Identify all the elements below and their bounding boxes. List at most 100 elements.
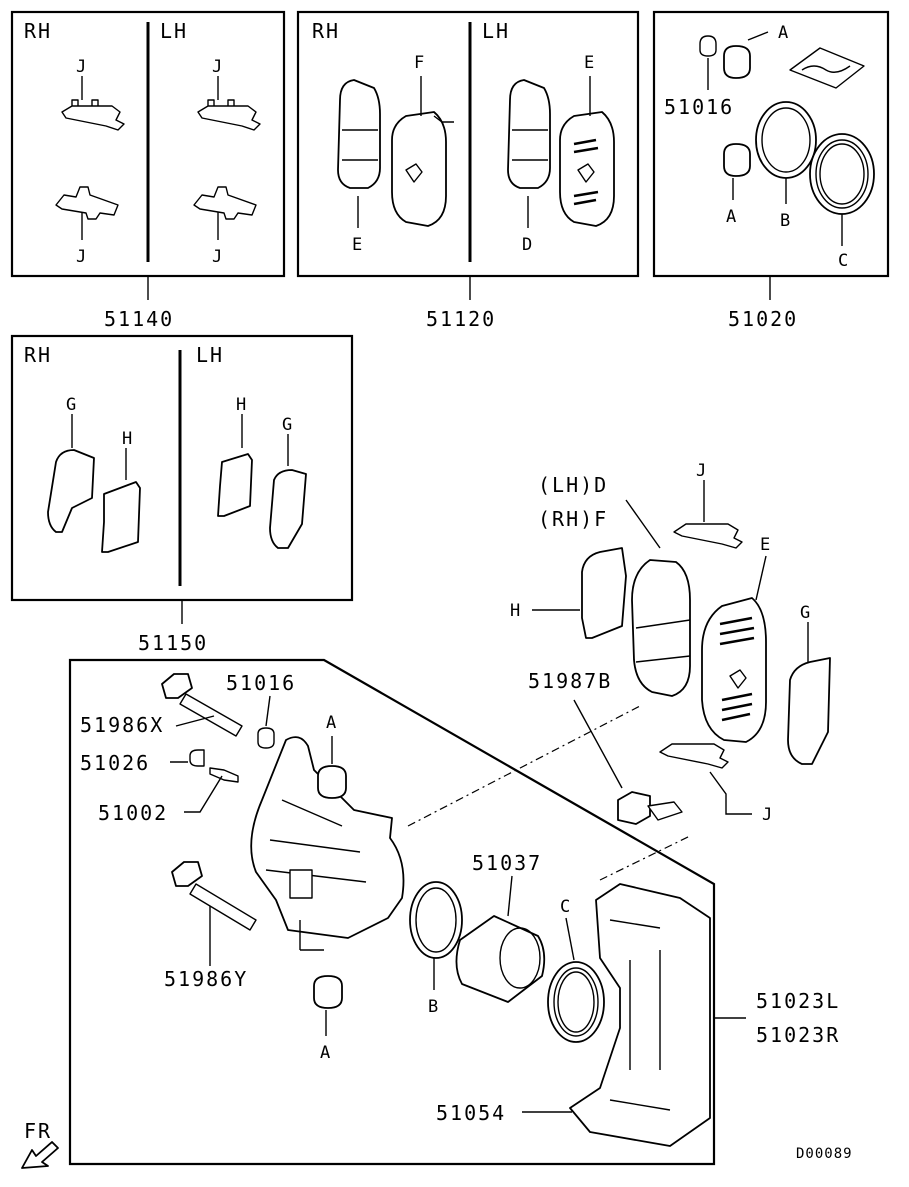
guide-pin-shaft-icon xyxy=(179,693,243,737)
shim-h-icon xyxy=(581,547,627,639)
label-f: F xyxy=(414,53,425,73)
box-51120 xyxy=(296,10,640,278)
part-number-51026: 51026 xyxy=(80,751,150,775)
label-d: D xyxy=(522,235,533,255)
part-number-51140: 51140 xyxy=(104,307,174,331)
boot-a-icon xyxy=(313,975,343,1009)
label-g: G xyxy=(282,415,293,435)
shim-g-icon xyxy=(269,469,307,549)
part-number-51987b: 51987B xyxy=(528,669,612,693)
clip-j-icon xyxy=(659,743,729,769)
part-number-51023l: 51023L xyxy=(756,989,840,1013)
group-51020: A 51016 A B C 51020 xyxy=(652,10,890,331)
label-j: J xyxy=(212,57,223,77)
shim-h-icon xyxy=(217,453,253,517)
pad-indicator-icon xyxy=(577,163,595,183)
shim-g-icon xyxy=(787,657,831,765)
label-j: J xyxy=(76,247,87,267)
caliper-bracket-icon xyxy=(569,883,711,1147)
front-direction-indicator: FR xyxy=(21,1119,59,1169)
label-j: J xyxy=(762,805,773,825)
label-g: G xyxy=(66,395,77,415)
clip-j-icon xyxy=(193,186,257,220)
label-b: B xyxy=(780,211,791,231)
part-number-51020: 51020 xyxy=(728,307,798,331)
label-c: C xyxy=(560,897,571,917)
bushing-icon xyxy=(699,35,717,57)
pad-set-exploded: (LH)D (RH)F J H E G J 51987B xyxy=(510,461,831,825)
label-lh: LH xyxy=(196,343,224,367)
part-number-51002: 51002 xyxy=(98,801,168,825)
boot-a-icon xyxy=(723,45,751,79)
piston-seal-b-icon xyxy=(755,101,817,179)
bolt-head-icon xyxy=(617,791,651,825)
piston-seal-b-icon xyxy=(409,881,463,959)
part-number-51986x: 51986X xyxy=(80,713,164,737)
label-e: E xyxy=(760,535,771,555)
bolt-shaft-icon xyxy=(647,801,683,821)
part-number-51054: 51054 xyxy=(436,1101,506,1125)
label-j: J xyxy=(76,57,87,77)
dust-boot-c-icon xyxy=(547,961,605,1043)
label-j: J xyxy=(212,247,223,267)
label-rh: RH xyxy=(24,19,52,43)
pad-indicator-icon xyxy=(729,669,747,689)
label-rh-f: (RH)F xyxy=(538,507,608,531)
shim-h-icon xyxy=(101,481,141,553)
label-c: C xyxy=(838,251,849,271)
brake-pad-d-f-icon xyxy=(631,559,691,697)
brake-pad-icon xyxy=(507,79,551,189)
part-number-51120: 51120 xyxy=(426,307,496,331)
caliper-assembly-box xyxy=(68,658,716,1166)
part-number-51016-kit: 51016 xyxy=(664,95,734,119)
guide-pin-head-icon xyxy=(171,861,203,887)
part-number-51023r: 51023R xyxy=(756,1023,840,1047)
boot-a-icon xyxy=(723,143,751,177)
label-e: E xyxy=(584,53,595,73)
bleeder-screw-icon xyxy=(209,767,239,783)
caliper-window-icon xyxy=(289,869,313,899)
label-a: A xyxy=(726,207,737,227)
group-51120: RH LH E F D E 51120 xyxy=(296,10,640,331)
label-lh: LH xyxy=(160,19,188,43)
group-51140: RH LH J J J J 51140 xyxy=(10,10,286,331)
clip-j-icon xyxy=(61,99,125,131)
brake-pad-e-icon xyxy=(701,597,767,743)
part-number-51150: 51150 xyxy=(138,631,208,655)
grease-packet-icon xyxy=(789,47,865,89)
clip-j-icon xyxy=(673,523,743,549)
box-51020 xyxy=(652,10,890,278)
shim-g-icon xyxy=(47,449,95,533)
label-h: H xyxy=(236,395,247,415)
label-b: B xyxy=(428,997,439,1017)
guide-pin-shaft-icon xyxy=(189,883,257,931)
front-label: FR xyxy=(24,1119,52,1143)
front-arrow-icon xyxy=(21,1141,59,1169)
caliper-assembly: 51016 51986X 51026 51002 A A 51986Y xyxy=(68,658,840,1166)
label-a: A xyxy=(320,1043,331,1063)
label-a: A xyxy=(778,23,789,43)
label-a: A xyxy=(326,713,337,733)
brake-pad-icon xyxy=(337,79,381,189)
bleeder-cap-icon xyxy=(189,749,205,767)
label-e: E xyxy=(352,235,363,255)
part-number-51016: 51016 xyxy=(226,671,296,695)
drawing-code: D00089 xyxy=(796,1146,853,1162)
label-j: J xyxy=(696,461,707,481)
clip-j-icon xyxy=(197,99,261,131)
label-h: H xyxy=(122,429,133,449)
part-number-51037: 51037 xyxy=(472,851,542,875)
label-g: G xyxy=(800,603,811,623)
label-rh: RH xyxy=(24,343,52,367)
label-rh: RH xyxy=(312,19,340,43)
bushing-icon xyxy=(257,727,275,749)
guide-pin-head-icon xyxy=(161,673,193,699)
part-number-51986y: 51986Y xyxy=(164,967,248,991)
pad-indicator-icon xyxy=(405,163,423,183)
label-lh-d: (LH)D xyxy=(538,473,608,497)
label-h: H xyxy=(510,601,521,621)
boot-a-icon xyxy=(317,765,347,799)
group-51150: RH LH G H H G 51150 xyxy=(10,334,354,655)
clip-j-icon xyxy=(55,186,119,220)
